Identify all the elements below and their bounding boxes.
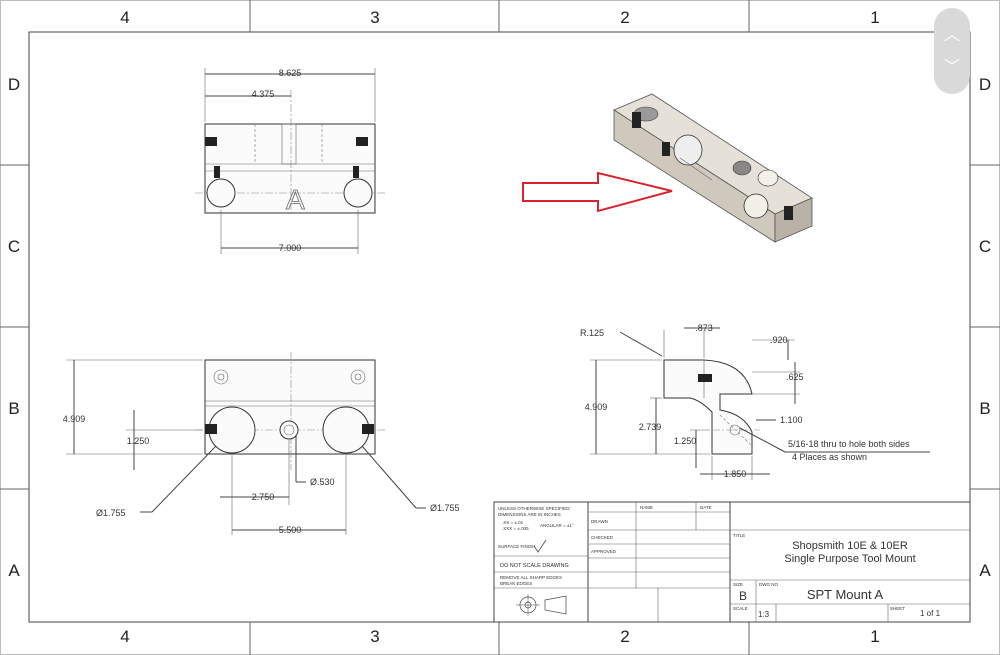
- side-view-note-thread: 5/16-18 thru to hole both sides: [788, 439, 910, 449]
- tb-sheet-value: 1 of 1: [920, 609, 941, 618]
- front-view-letter: A: [286, 184, 305, 215]
- dim-top-left-hole: Ø1.755: [96, 508, 126, 518]
- dim-front-offset: 4.375: [252, 89, 275, 99]
- zone-row-left-c: C: [8, 237, 20, 256]
- zone-row-left-a: A: [8, 561, 20, 580]
- tb-title-line-1: Shopsmith 10E & 10ER: [792, 540, 908, 552]
- surface-finish-icon: [533, 539, 547, 553]
- dim-side-lip-height: .625: [786, 372, 804, 382]
- front-view-left-hole: [206, 178, 236, 208]
- zone-row-left-d: D: [8, 75, 20, 94]
- tb-dwg-label: DWG NO: [759, 582, 778, 587]
- zone-row-left-b: B: [8, 399, 19, 418]
- dim-side-lip: .920: [770, 335, 788, 345]
- tb-note-4: .XXX = ±.005: [502, 526, 529, 531]
- chevron-up-icon[interactable]: ︿: [943, 25, 960, 44]
- tb-rev-line-1: REMOVE ALL SHARP EDGES: [500, 575, 562, 580]
- dim-side-inner: 1.250: [674, 436, 697, 446]
- tb-size-label: SIZE: [733, 582, 743, 587]
- dim-top-height: 4.909: [63, 414, 86, 424]
- page-scroll-control[interactable]: ︿ ﹀: [934, 8, 970, 94]
- zone-col-bottom-1: 4: [120, 627, 129, 646]
- top-view-center-hole: [279, 420, 299, 440]
- tb-note-1: UNLESS OTHERWISE SPECIFIED:: [498, 506, 571, 511]
- tb-sheet-label: SHEET: [890, 606, 905, 611]
- chevron-down-icon[interactable]: ﹀: [943, 57, 960, 76]
- side-view-note-places: 4 Places as shown: [792, 452, 867, 462]
- title-block: UNLESS OTHERWISE SPECIFIED: DIMENSIONS A…: [493, 501, 971, 623]
- zone-row-right-b: B: [979, 399, 990, 418]
- tb-note-5: ANGULAR = ±1°: [540, 523, 574, 528]
- tb-note-2: DIMENSIONS ARE IN INCHES: [498, 512, 561, 517]
- tb-size-value: B: [739, 589, 747, 603]
- tb-scale-value: 1:3: [758, 610, 770, 619]
- tb-do-not-scale: DO NOT SCALE DRAWING: [500, 563, 569, 569]
- tb-col-date: DATE: [700, 505, 712, 510]
- zone-row-right-a: A: [979, 561, 991, 580]
- zone-col-top-2: 3: [370, 8, 379, 27]
- dim-side-base: 1.850: [724, 469, 747, 479]
- dim-top-small-hole: Ø.530: [310, 477, 335, 487]
- tb-col-name: NAME: [640, 505, 653, 510]
- dim-side-radius: R.125: [580, 328, 604, 338]
- tb-title-line-2: Single Purpose Tool Mount: [784, 553, 915, 565]
- tb-row-approved: APPROVED: [591, 549, 617, 554]
- dim-side-top-width: .873: [695, 323, 713, 333]
- tb-row-checked: CHECKED: [591, 535, 614, 540]
- zone-col-bottom-4: 1: [870, 627, 879, 646]
- dim-front-holes: 7.000: [279, 243, 302, 253]
- zone-col-top-3: 2: [620, 8, 629, 27]
- zone-col-top-1: 4: [120, 8, 129, 27]
- callout-arrow: [522, 171, 673, 213]
- top-view: 4.909 1.250 2.750 5.500 Ø.530 Ø1.755 Ø1.…: [63, 352, 460, 535]
- front-view-left-plug: [205, 137, 217, 146]
- zone-row-right-d: D: [979, 75, 991, 94]
- tb-row-drawn: DRAWN: [591, 519, 608, 524]
- dim-side-height: 4.909: [585, 402, 608, 412]
- tb-title-label: TITLE: [733, 533, 745, 538]
- front-view: A 8.625 4.375 7.000: [195, 68, 385, 254]
- front-view-right-hole: [343, 178, 373, 208]
- projection-symbol-icon: [516, 594, 567, 616]
- dim-side-mid: 2.739: [639, 422, 662, 432]
- zone-col-top-4: 1: [870, 8, 879, 27]
- tb-scale-label: SCALE: [733, 606, 748, 611]
- dim-top-right-hole: Ø1.755: [430, 503, 460, 513]
- dim-top-hole-spacing: 2.750: [252, 492, 275, 502]
- zone-col-bottom-3: 2: [620, 627, 629, 646]
- side-view: 4.909 2.739 1.250 1.850 .873 R.125 .920 …: [580, 323, 930, 480]
- iso-end-face: [774, 197, 813, 243]
- dim-side-right: 1.100: [780, 415, 803, 425]
- tb-rev-line-2: BREAK EDGES: [500, 581, 532, 586]
- zone-row-right-c: C: [979, 237, 991, 256]
- tb-note-6: SURFACE FINISH: [498, 544, 535, 549]
- dim-top-span: 5.500: [279, 525, 302, 535]
- tb-dwg-number: SPT Mount A: [807, 587, 884, 602]
- isometric-view: [613, 93, 813, 243]
- zone-col-bottom-2: 3: [370, 627, 379, 646]
- dim-front-overall: 8.625: [279, 68, 302, 78]
- front-view-right-plug: [356, 137, 368, 146]
- tb-note-3: .XX = ±.01: [502, 520, 524, 525]
- dim-top-hole-height: 1.250: [127, 436, 150, 446]
